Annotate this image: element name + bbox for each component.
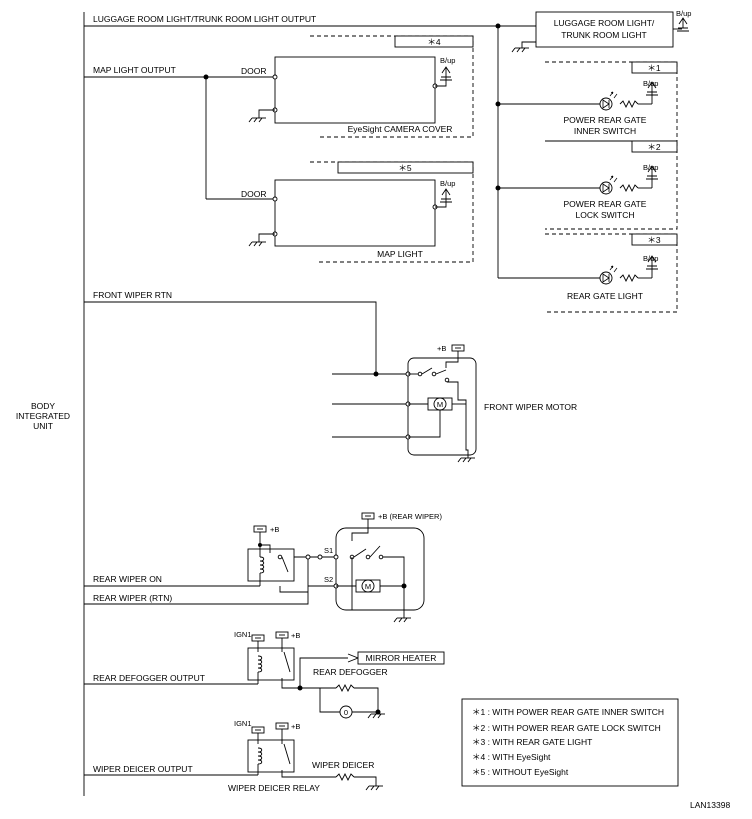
rear-defogger-label: REAR DEFOGGER <box>313 667 388 677</box>
wiper-deicer-relay-label: WIPER DEICER RELAY <box>228 783 320 793</box>
door-label-1: DOOR <box>241 66 267 76</box>
bup-label-1: B/up <box>643 79 658 88</box>
bup-label-luggage: B/up <box>676 9 691 18</box>
door-label-2: DOOR <box>241 189 267 199</box>
plus-b-front: +B <box>437 344 446 353</box>
rear-motor-m: M <box>365 582 371 591</box>
note-5-tag: ＊5 <box>398 163 412 173</box>
luggage-light-label-1: LUGGAGE ROOM LIGHT/ <box>554 18 655 28</box>
plus-b-deicer: +B <box>291 722 300 731</box>
wiper-deicer-relay-box <box>247 739 295 773</box>
plus-b-rear-relay: +B <box>270 525 279 534</box>
legend-4: ＊4 : WITH EyeSight <box>472 752 551 762</box>
rear-defogger-relay-box <box>247 647 295 681</box>
inner-switch-label-2: INNER SWITCH <box>574 126 636 136</box>
body-unit-label-1: BODY <box>31 401 55 411</box>
front-wiper-motor-label: FRONT WIPER MOTOR <box>484 402 577 412</box>
note-4-tag: ＊4 <box>427 37 441 47</box>
s2-label: S2 <box>324 575 333 584</box>
map-light-output-label: MAP LIGHT OUTPUT <box>93 65 176 75</box>
luggage-room-light-box <box>535 11 674 48</box>
wiper-deicer-output-label: WIPER DEICER OUTPUT <box>93 764 193 774</box>
bup-label-eyesight: B/up <box>440 56 455 65</box>
rear-wiper-relay-box <box>247 548 295 582</box>
s1-label: S1 <box>324 546 333 555</box>
eyesight-camera-cover-box <box>274 56 436 124</box>
mirror-heater-label: MIRROR HEATER <box>366 653 437 663</box>
legend-box <box>461 698 679 787</box>
rear-wiper-rtn-label: REAR WIPER (RTN) <box>93 593 172 603</box>
legend-5: ＊5 : WITHOUT EyeSight <box>472 767 569 777</box>
lock-switch-label-1: POWER REAR GATE <box>564 199 647 209</box>
bup-label-2: B/up <box>643 163 658 172</box>
diagram-id: LAN13398 <box>690 800 730 810</box>
rear-gate-light-led-icon <box>599 265 618 285</box>
luggage-output-label: LUGGAGE ROOM LIGHT/TRUNK ROOM LIGHT OUTP… <box>93 14 316 24</box>
note-1-tag: ＊1 <box>647 63 661 73</box>
plus-b-defogger: +B <box>291 631 300 640</box>
rear-wiper-on-label: REAR WIPER ON <box>93 574 162 584</box>
wiper-deicer-label: WIPER DEICER <box>312 760 374 770</box>
rear-wiper-motor-box <box>335 527 425 611</box>
body-unit-label-2: INTEGRATED <box>16 411 70 421</box>
note-2-tag: ＊2 <box>647 142 661 152</box>
map-light-box <box>274 179 436 247</box>
ign1-label-2: IGN1 <box>234 719 252 728</box>
legend-1: ＊1 : WITH POWER REAR GATE INNER SWITCH <box>472 707 664 717</box>
bup-label-map: B/up <box>440 179 455 188</box>
legend-2: ＊2 : WITH POWER REAR GATE LOCK SWITCH <box>472 723 661 733</box>
rear-defogger-output-label: REAR DEFOGGER OUTPUT <box>93 673 205 683</box>
note-3-tag: ＊3 <box>647 235 661 245</box>
plus-b-rear-wiper-label: +B (REAR WIPER) <box>378 512 442 521</box>
front-motor-m: M <box>437 400 443 409</box>
ign1-label-1: IGN1 <box>234 630 252 639</box>
luggage-light-label-2: TRUNK ROOM LIGHT <box>561 30 646 40</box>
lock-switch-led-icon <box>599 175 618 195</box>
lock-switch-label-2: LOCK SWITCH <box>575 210 634 220</box>
body-unit-label: BODY INTEGRATED UNIT <box>16 401 70 431</box>
map-light-label: MAP LIGHT <box>377 249 423 259</box>
eyesight-camera-cover-label: EyeSight CAMERA COVER <box>348 124 453 134</box>
inner-switch-led-icon <box>599 91 618 111</box>
inner-switch-label-1: POWER REAR GATE <box>564 115 647 125</box>
body-unit-label-3: UNIT <box>33 421 53 431</box>
front-wiper-rtn-label: FRONT WIPER RTN <box>93 290 172 300</box>
bup-label-3: B/up <box>643 254 658 263</box>
legend-3: ＊3 : WITH REAR GATE LIGHT <box>472 737 592 747</box>
svg-text:0: 0 <box>344 708 348 717</box>
rear-gate-light-label: REAR GATE LIGHT <box>567 291 643 301</box>
